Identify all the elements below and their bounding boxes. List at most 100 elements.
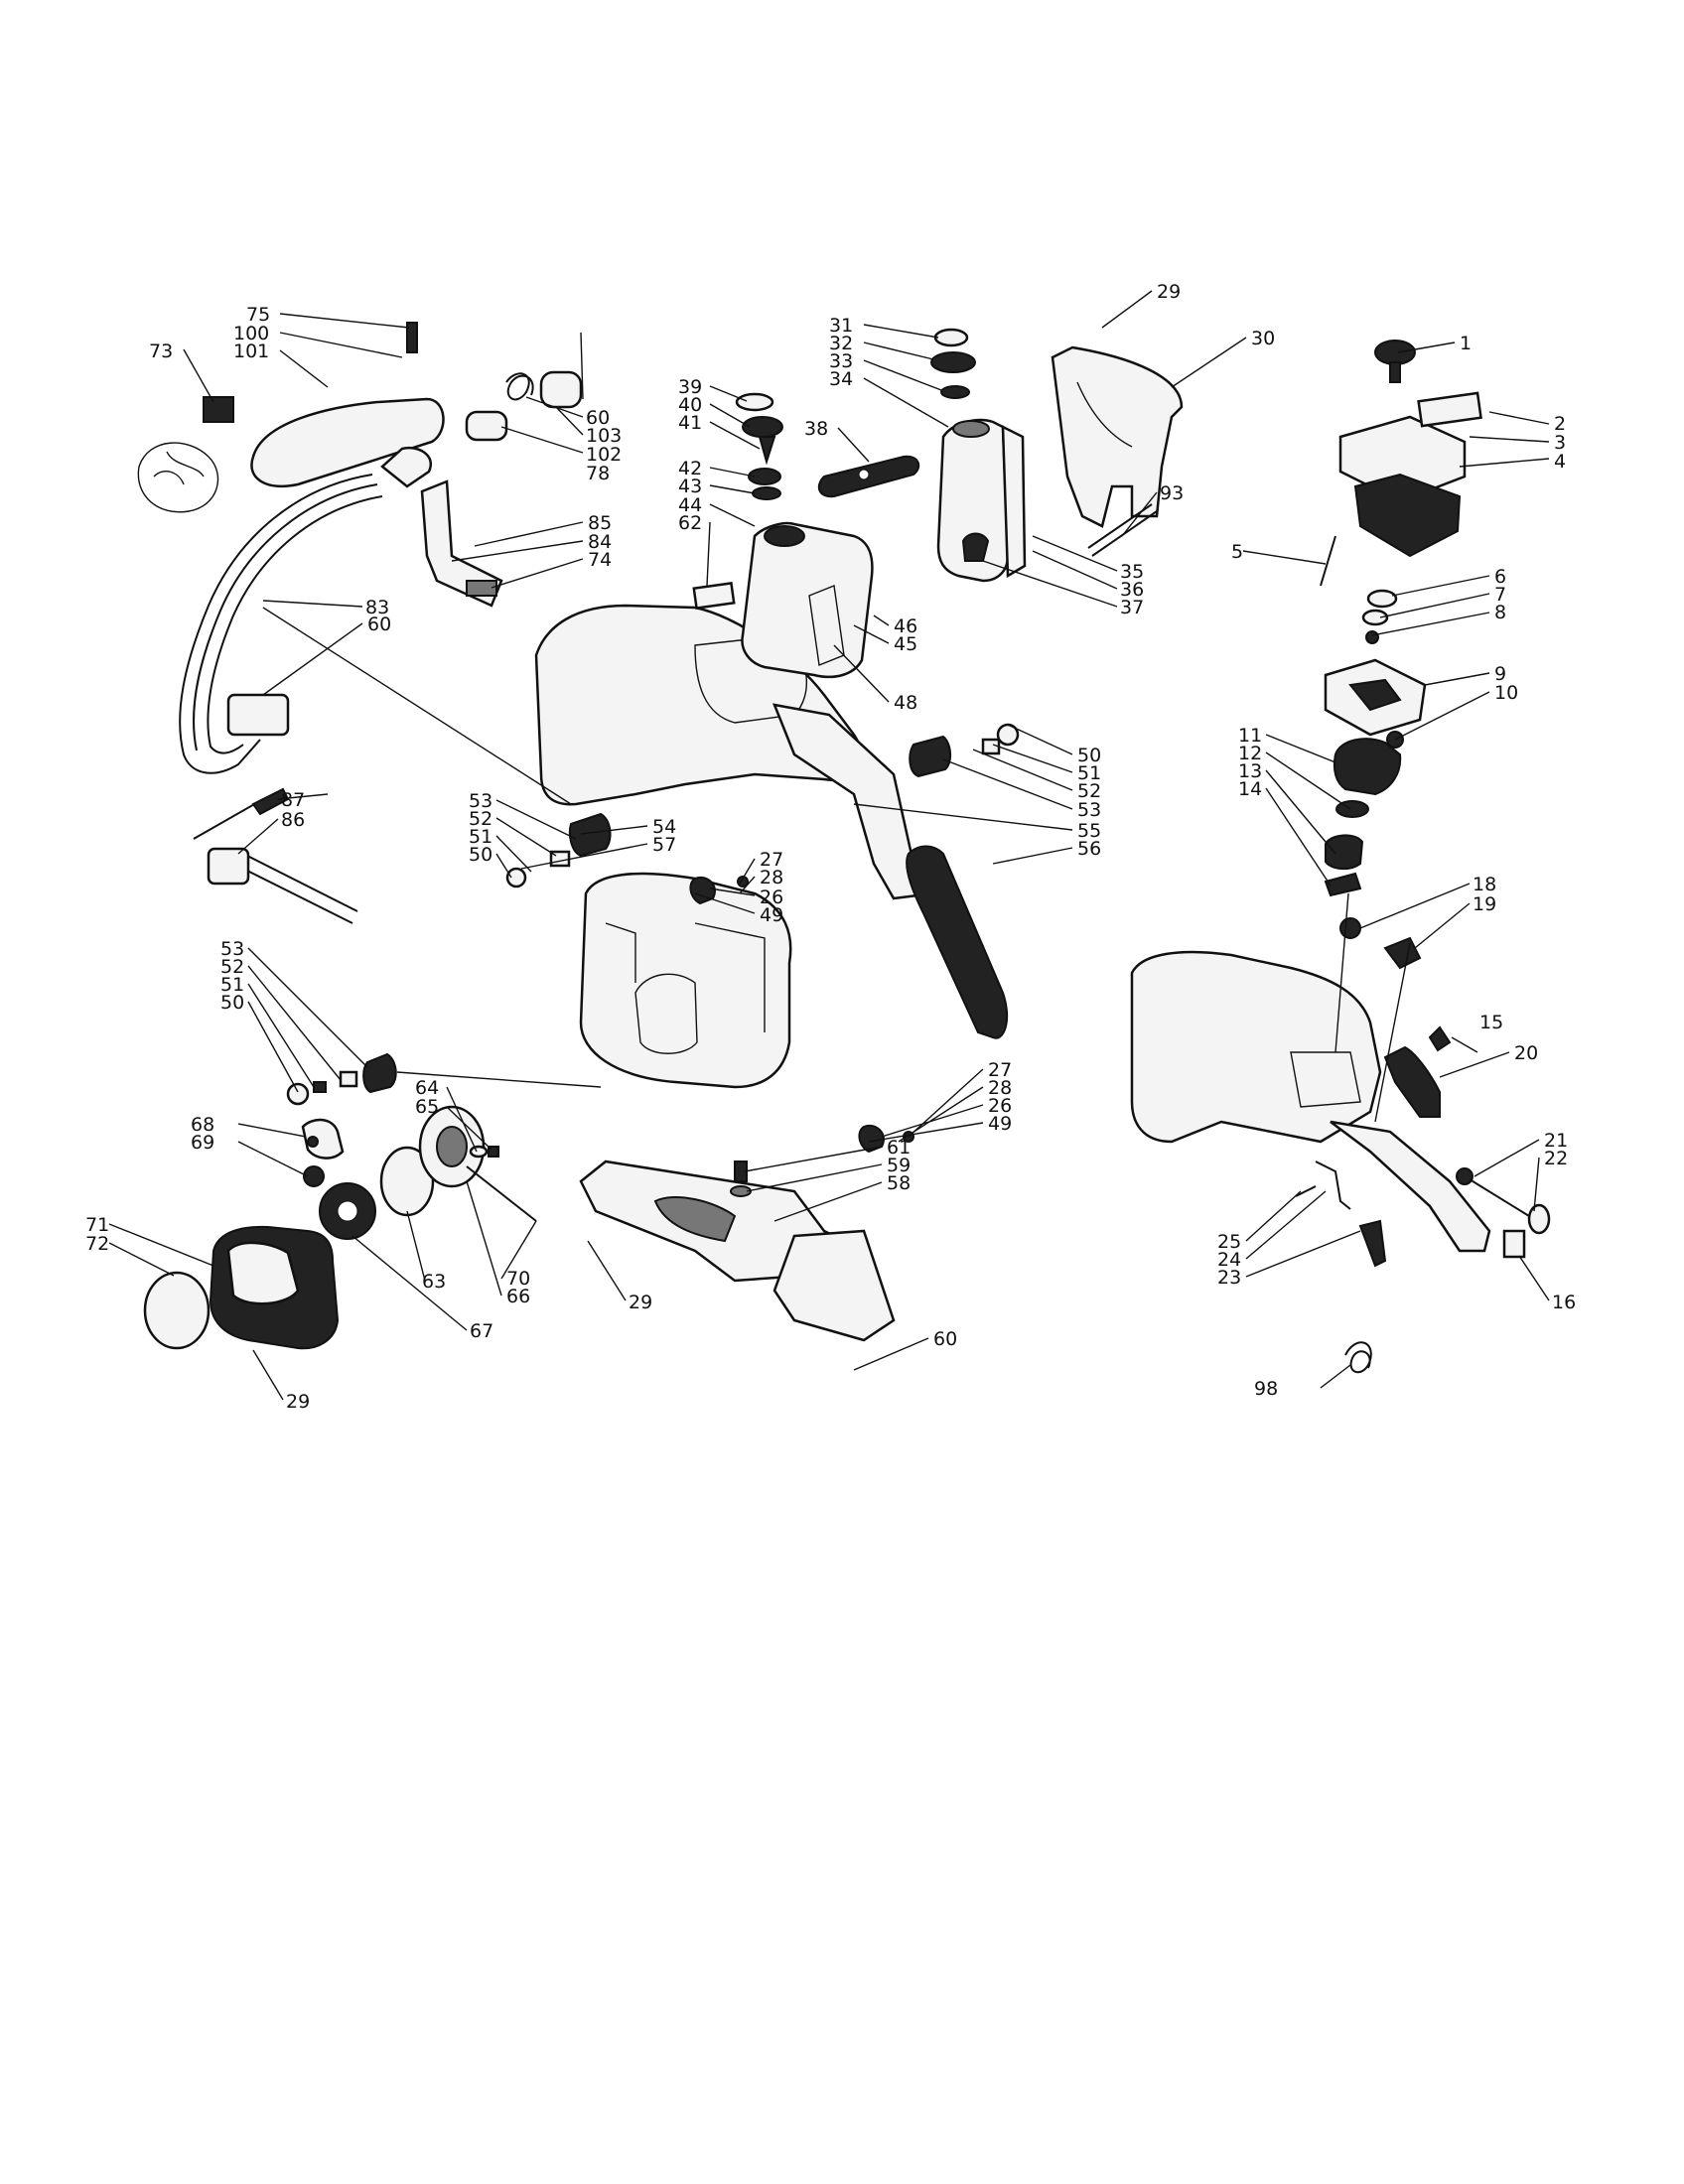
callout-51a: 51 bbox=[1077, 762, 1101, 784]
callout-60c: 60 bbox=[933, 1328, 957, 1350]
callout-70: 70 bbox=[506, 1268, 530, 1290]
callout-6: 6 bbox=[1494, 566, 1506, 588]
callout-57: 57 bbox=[652, 834, 676, 856]
callout-52c: 52 bbox=[220, 956, 244, 978]
starter-pulley-67 bbox=[319, 1182, 376, 1240]
callout-66: 66 bbox=[506, 1286, 530, 1307]
callout-5: 5 bbox=[1231, 541, 1243, 563]
callout-62: 62 bbox=[678, 512, 702, 534]
callout-93: 93 bbox=[1160, 482, 1184, 504]
pin-5 bbox=[1320, 535, 1336, 587]
callout-85: 85 bbox=[588, 512, 612, 534]
callout-15: 15 bbox=[1479, 1012, 1503, 1033]
callout-42: 42 bbox=[678, 458, 702, 479]
callout-29b: 29 bbox=[629, 1292, 652, 1313]
callout-50b: 50 bbox=[469, 844, 492, 866]
callout-41: 41 bbox=[678, 412, 702, 434]
engine-mounts bbox=[689, 876, 914, 1154]
callout-21: 21 bbox=[1544, 1130, 1568, 1152]
decal-62 bbox=[692, 582, 736, 610]
callout-30: 30 bbox=[1251, 328, 1275, 349]
callout-27a: 27 bbox=[760, 849, 783, 871]
callout-78: 78 bbox=[586, 463, 610, 484]
callout-31: 31 bbox=[829, 315, 853, 337]
carburetor-11 bbox=[1333, 738, 1402, 796]
callout-56: 56 bbox=[1077, 838, 1101, 860]
callout-12: 12 bbox=[1238, 743, 1262, 764]
callout-68: 68 bbox=[191, 1114, 214, 1136]
callout-4: 4 bbox=[1554, 451, 1566, 473]
callout-54: 54 bbox=[652, 816, 676, 838]
callout-26a: 26 bbox=[760, 887, 783, 908]
callout-55: 55 bbox=[1077, 820, 1101, 842]
callout-28b: 28 bbox=[988, 1077, 1012, 1099]
callout-7: 7 bbox=[1494, 584, 1506, 606]
callout-50c: 50 bbox=[220, 992, 244, 1014]
cover-knob-1 bbox=[1374, 340, 1416, 383]
left-mount-set bbox=[286, 1052, 397, 1106]
callout-98: 98 bbox=[1254, 1378, 1278, 1400]
callout-60b: 60 bbox=[367, 614, 391, 635]
rear-housing bbox=[1130, 950, 1491, 1253]
callout-39: 39 bbox=[678, 376, 702, 398]
callout-61: 61 bbox=[887, 1137, 911, 1159]
callout-27b: 27 bbox=[988, 1059, 1012, 1081]
callout-28a: 28 bbox=[760, 867, 783, 888]
cap-stack-31-33 bbox=[930, 328, 976, 399]
callout-74: 74 bbox=[588, 549, 612, 571]
callout-65: 65 bbox=[415, 1096, 439, 1118]
screw-washer-64-65 bbox=[469, 1145, 499, 1159]
stop-73 bbox=[203, 396, 234, 423]
callout-87: 87 bbox=[281, 789, 305, 811]
washer-63 bbox=[379, 1146, 435, 1217]
callout-75: 75 bbox=[246, 304, 270, 326]
callout-24: 24 bbox=[1217, 1249, 1241, 1271]
callout-11: 11 bbox=[1238, 725, 1262, 747]
callout-29a: 29 bbox=[1157, 281, 1181, 303]
callout-29c: 29 bbox=[286, 1391, 310, 1413]
bracket-30 bbox=[1051, 345, 1184, 528]
combination-wrench-86 bbox=[207, 847, 358, 924]
callout-73: 73 bbox=[149, 341, 173, 362]
small-screw-75 bbox=[406, 322, 418, 353]
callout-52b: 52 bbox=[469, 808, 492, 830]
callout-103: 103 bbox=[586, 425, 622, 447]
callout-9: 9 bbox=[1494, 663, 1506, 685]
callout-22: 22 bbox=[1544, 1148, 1568, 1169]
tubular-front-handle bbox=[179, 474, 383, 774]
callout-13: 13 bbox=[1238, 760, 1262, 782]
callout-32: 32 bbox=[829, 333, 853, 354]
callout-25: 25 bbox=[1217, 1231, 1241, 1253]
callout-45: 45 bbox=[894, 633, 917, 655]
callout-101: 101 bbox=[233, 341, 269, 362]
front-handle-guard bbox=[250, 397, 445, 488]
callout-38: 38 bbox=[804, 418, 828, 440]
spring-98 bbox=[1344, 1341, 1372, 1374]
callout-18: 18 bbox=[1473, 874, 1496, 895]
vibration-mounts bbox=[505, 723, 1020, 888]
callout-100: 100 bbox=[233, 323, 269, 344]
cap-stack-39-43 bbox=[735, 392, 783, 500]
callout-8: 8 bbox=[1494, 602, 1506, 623]
starter-housing-71 bbox=[209, 1225, 340, 1350]
callout-51b: 51 bbox=[469, 826, 492, 848]
callout-26b: 26 bbox=[988, 1095, 1012, 1117]
callout-67: 67 bbox=[470, 1320, 493, 1342]
filter-small-parts-6-8 bbox=[1361, 589, 1398, 644]
callout-40: 40 bbox=[678, 394, 702, 416]
leader-lines bbox=[108, 290, 1550, 1401]
callout-10: 10 bbox=[1494, 682, 1518, 704]
engine-crankcase bbox=[579, 872, 792, 1089]
callout-59: 59 bbox=[887, 1155, 911, 1176]
screwdriver-87 bbox=[193, 787, 290, 840]
callout-34: 34 bbox=[829, 368, 853, 390]
callout-33: 33 bbox=[829, 350, 853, 372]
callout-71: 71 bbox=[85, 1214, 109, 1236]
callout-16: 16 bbox=[1552, 1292, 1576, 1313]
fuel-tank-34 bbox=[936, 418, 1027, 583]
callout-49a: 49 bbox=[760, 904, 783, 926]
callout-3: 3 bbox=[1554, 432, 1566, 454]
callout-63: 63 bbox=[422, 1271, 446, 1293]
handle-grip-56 bbox=[906, 845, 1009, 1039]
